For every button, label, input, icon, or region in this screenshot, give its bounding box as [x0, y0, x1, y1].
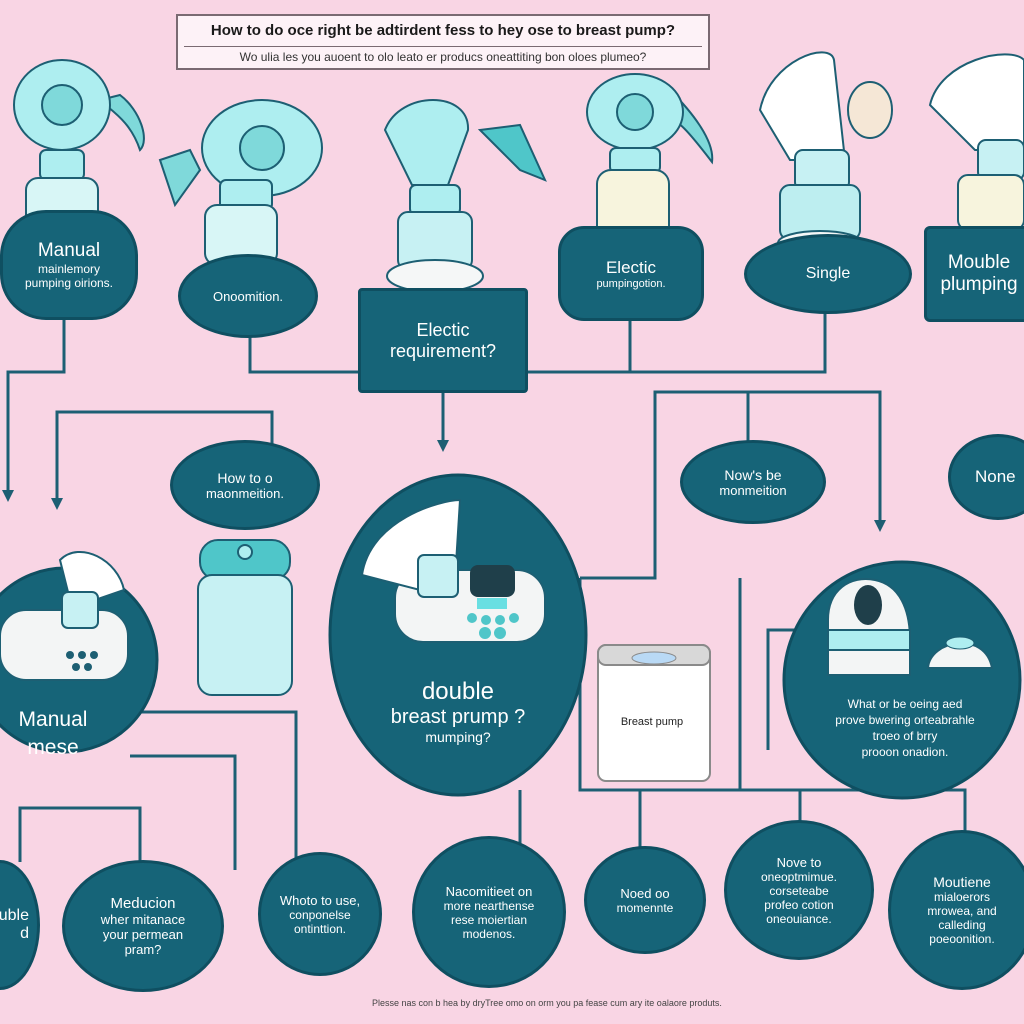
node-nacomitieet[interactable]: Nacomitieet on more nearthense rese moie… [412, 836, 566, 988]
node-noed-oo[interactable]: Noed oo momennte [584, 846, 706, 954]
double-pump-machine-illustration [360, 498, 546, 643]
node-electic-requirement[interactable]: Electic requirement? [358, 288, 528, 393]
connectors [6, 285, 967, 870]
node-text: ontinttion. [293, 921, 347, 936]
single-pump-illustration [758, 51, 893, 256]
node-text: profeo cotion [764, 897, 834, 912]
double-pump-machine-illustration [0, 550, 129, 681]
node-title: How to o [217, 469, 273, 486]
node-text: pumpingotion. [596, 277, 666, 290]
node-manual-pumping[interactable]: Manual mainlemory pumping oirions. [0, 210, 138, 320]
node-text: mese [27, 736, 79, 759]
bottle-illustration [197, 539, 293, 696]
wearable-pump-illustration [827, 578, 994, 676]
node-double-breast-pump-label[interactable]: double breast prump ? mumping? [360, 678, 556, 745]
wearable-pump-circle [782, 560, 1022, 800]
node-title: Electic [416, 319, 470, 340]
title-question: How to do oce right be adtirdent fess to… [210, 22, 676, 39]
node-text: plumping [940, 274, 1018, 295]
node-nows-be[interactable]: Now's be monmeition [680, 440, 826, 524]
manual-pump-illustration [158, 99, 323, 266]
footer-note: Plesse nas con b hea by dryTree omo on o… [372, 998, 722, 1008]
node-text: prove bwering orteabrahle [835, 713, 975, 727]
node-title: Noed oo [620, 885, 670, 901]
node-text: Single [805, 265, 851, 282]
node-text: your permean [102, 927, 184, 942]
node-manual-mese-label[interactable]: Manual mese [8, 706, 98, 762]
node-meducion[interactable]: Meducion wher mitanace your permean pram… [62, 860, 224, 992]
double-pump-illustration [928, 53, 1024, 231]
node-text: momennte [616, 900, 674, 915]
node-text: prooon onadion. [861, 745, 949, 759]
electric-pump-illustration [586, 73, 714, 243]
node-title: Electic [605, 257, 657, 277]
node-how-to-do[interactable]: How to o maonmeition. [170, 440, 320, 530]
node-text: rese moiertian [450, 912, 528, 927]
node-text: breast prump ? [390, 706, 526, 728]
node-text: wher mitanace [100, 912, 186, 927]
node-title: Now's be [724, 466, 782, 483]
breast-milk-bag-illustration [597, 644, 711, 782]
node-text: mainlemory [37, 262, 100, 276]
node-none[interactable]: None [948, 434, 1024, 520]
node-whoto-use[interactable]: Whoto to use, conponelse ontinttion. [258, 852, 382, 976]
node-text: calleding [938, 918, 986, 932]
node-text: mrowea, and [927, 904, 997, 918]
manual-pump-illustration [13, 59, 145, 229]
node-title: Nove to [776, 854, 822, 870]
node-text: pram? [124, 942, 162, 957]
node-title: Manual [18, 708, 88, 731]
node-title: Manual [37, 240, 101, 261]
node-text: monmeition [719, 482, 787, 498]
node-text: requirement? [389, 340, 497, 361]
node-text: troeo of brry [872, 729, 938, 743]
node-text: mialoerors [933, 890, 990, 904]
node-text: conponelse [289, 907, 351, 922]
arrow-head [874, 520, 886, 532]
arrow-head [437, 440, 449, 452]
node-text: Onoomition. [212, 288, 284, 304]
node-text: d [20, 925, 29, 942]
node-nove-to[interactable]: Nove to oneoptmimue. corseteabe profeo c… [724, 820, 874, 960]
arrow-head [51, 498, 63, 510]
node-text: mumping? [425, 729, 491, 745]
node-what-be-doing-label[interactable]: What or be oeing aed prove bwering ortea… [800, 696, 1010, 760]
node-text: pumping oirions. [24, 276, 114, 290]
node-single[interactable]: Single [744, 234, 912, 314]
node-mouble-plumping[interactable]: Mouble plumping [924, 226, 1024, 322]
node-text: maonmeition. [205, 485, 285, 501]
node-title: Mouble [947, 252, 1011, 273]
arrow-head [2, 490, 14, 502]
node-text: oneouiance. [766, 911, 832, 926]
node-text: poeoonition. [929, 932, 995, 946]
node-electric-pumping[interactable]: Electic pumpingotion. [558, 226, 704, 321]
arrowheads [2, 440, 886, 532]
node-text: corseteabe [769, 883, 829, 898]
node-text: uble [0, 907, 29, 924]
title-subtitle: Wo ulia les you auoent to olo leato er p… [184, 46, 702, 67]
breast-pump-bag-label: Breast pump [620, 716, 684, 728]
node-moutiene[interactable]: Moutiene mialoerors mrowea, and calledin… [888, 830, 1024, 990]
node-title: double [421, 678, 495, 705]
node-title: Moutiene [933, 874, 991, 890]
node-text: more nearthense [443, 898, 535, 913]
node-onoomition[interactable]: Onoomition. [178, 254, 318, 338]
node-text: What or be oeing aed [847, 697, 963, 711]
node-title: Nacomitieet on [445, 883, 533, 899]
title-box: How to do oce right be adtirdent fess to… [176, 14, 710, 70]
node-title: Whoto to use, [279, 892, 361, 908]
node-text: None [975, 467, 1016, 486]
node-text: modenos. [462, 926, 516, 941]
node-title: Meducion [110, 895, 176, 912]
electric-pump-illustration [383, 99, 547, 293]
node-text: oneoptmimue. [760, 869, 838, 884]
